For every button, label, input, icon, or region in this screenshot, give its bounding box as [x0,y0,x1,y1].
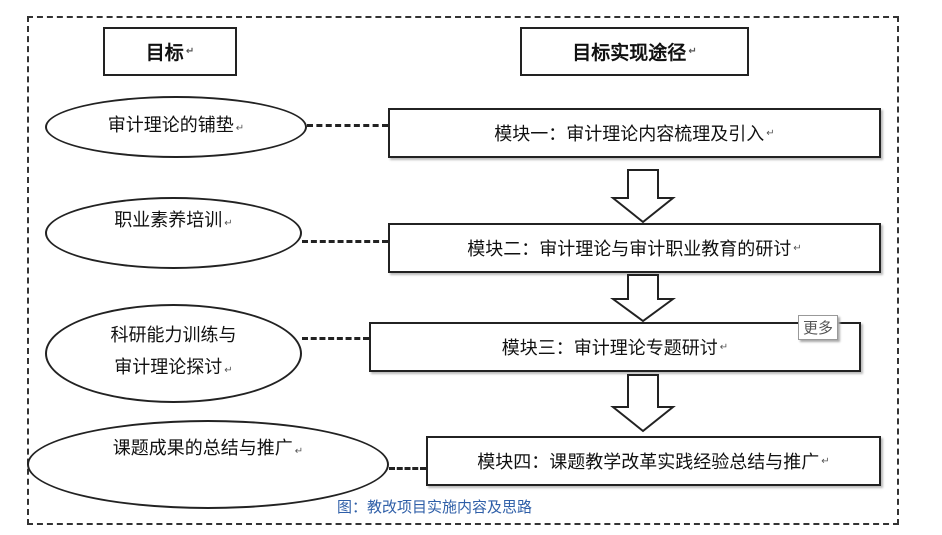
goal-text: 课题成果的总结与推广 [112,438,293,459]
goal-ellipse-3: 科研能力训练与审计理论探讨↵ [45,304,302,403]
module-text: 模块一：审计理论内容梳理及引入 [494,124,765,145]
module-text: 模块二：审计理论与审计职业教育的研讨 [467,239,792,260]
header-path: 目标实现途径↵ [520,27,749,76]
module-box-1: 模块一：审计理论内容梳理及引入↵ [388,108,881,158]
paragraph-mark: ↵ [294,446,304,457]
paragraph-mark: ↵ [719,341,729,353]
goal-text: 审计理论的铺垫 [107,114,234,136]
connector-1 [307,124,388,127]
header-goal: 目标↵ [103,27,237,76]
goal-text-line-2: 审计理论探讨 [114,357,223,378]
down-arrow-icon [610,374,676,433]
goal-ellipse-2: 职业素养培训↵ [45,197,302,269]
module-box-4: 模块四：课题教学改革实践经验总结与推广↵ [426,436,881,486]
header-goal-label: 目标 [145,42,184,64]
paragraph-mark: ↵ [185,46,195,57]
down-arrow-icon [610,169,676,224]
paragraph-mark: ↵ [793,242,802,254]
paragraph-mark: ↵ [821,455,830,467]
goal-ellipse-4: 课题成果的总结与推广↵ [27,420,389,509]
paragraph-mark: ↵ [688,46,697,57]
dashed-frame [27,16,899,525]
module-text: 模块三：审计理论专题研讨 [501,338,718,359]
goal-ellipse-1: 审计理论的铺垫↵ [45,96,307,158]
paragraph-mark: ↵ [766,127,775,139]
down-arrow-icon [610,274,676,323]
connector-4 [389,467,426,470]
goal-text-line-1: 科研能力训练与 [110,325,237,346]
paragraph-mark: ↵ [224,365,233,376]
header-path-label: 目标实现途径 [572,42,687,64]
paragraph-mark: ↵ [235,122,245,134]
paragraph-mark: ↵ [224,217,233,229]
more-button[interactable]: 更多 [798,315,839,340]
connector-3 [302,337,369,340]
connector-2 [302,240,388,243]
module-text: 模块四：课题教学改革实践经验总结与推广 [477,452,820,473]
module-box-3: 模块三：审计理论专题研讨↵ [369,322,861,372]
goal-text: 职业素养培训 [114,209,223,231]
figure-caption: 图：教改项目实施内容及思路 [337,498,533,516]
module-box-2: 模块二：审计理论与审计职业教育的研讨↵ [388,223,881,273]
